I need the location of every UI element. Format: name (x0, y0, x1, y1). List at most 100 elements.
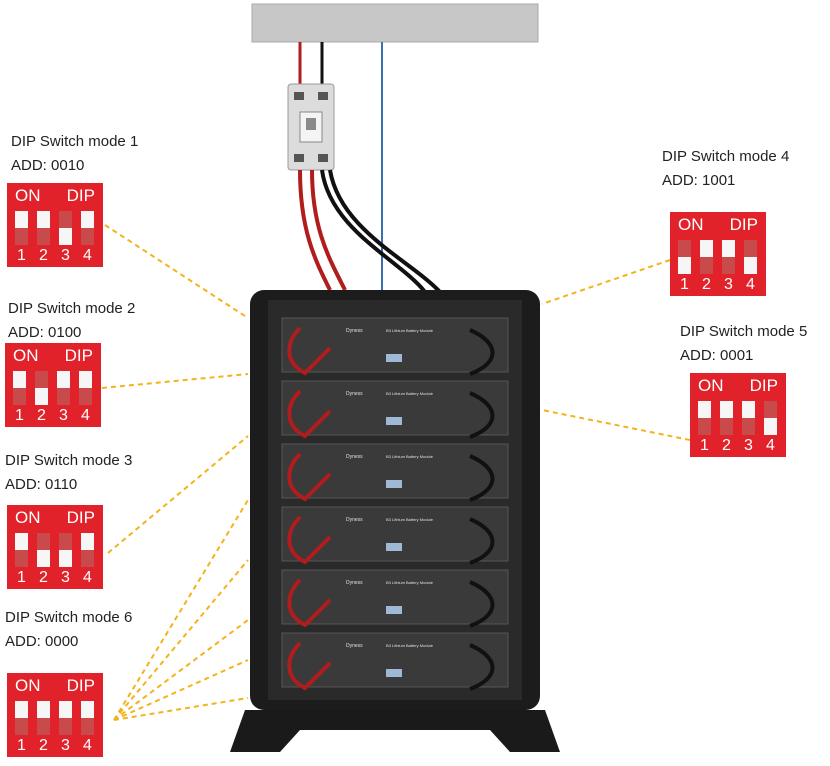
dip-switch-3 (742, 401, 755, 435)
dip-number: 3 (61, 737, 70, 754)
comm-port (386, 354, 402, 362)
dip-knob (742, 418, 755, 435)
dip-number: 1 (15, 407, 24, 424)
dip-knob (37, 533, 50, 550)
dip-knob (764, 401, 777, 418)
dip-switch-2 (37, 701, 50, 735)
dip-switch-3 (57, 371, 70, 405)
circuit-breaker (287, 83, 335, 171)
black-power-cable-2 (328, 169, 442, 294)
battery-module-1: Dyness B3 Lithium Battery Module (281, 317, 509, 376)
dip-number: 3 (61, 569, 70, 586)
dip-switch-4 (81, 701, 94, 735)
dip-on-label: ON (678, 215, 704, 234)
dip-knob (698, 418, 711, 435)
leader-line (113, 697, 249, 721)
module-model: B3 Lithium Battery Module (386, 643, 434, 648)
dip-switch-3 (59, 701, 72, 735)
dip-knob (13, 388, 26, 405)
comm-port (386, 669, 402, 677)
leader-lines (101, 224, 691, 721)
dip-number: 2 (722, 437, 731, 454)
mode-5-address: ADD: 0001 (680, 347, 754, 364)
dip-switch-2 (35, 371, 48, 405)
module-model: B3 Lithium Battery Module (386, 328, 434, 333)
black-link-cable (469, 328, 495, 376)
leader-line (104, 224, 249, 319)
dip-switch-4 (764, 401, 777, 435)
module-brand: Dyness (346, 391, 363, 397)
dip-label: DIP (66, 186, 95, 205)
module-brand: Dyness (346, 328, 363, 334)
dip-knob (678, 240, 691, 257)
dip-knob (15, 550, 28, 567)
dip-number: 4 (746, 276, 755, 293)
dip-knob (79, 388, 92, 405)
comm-port (386, 417, 402, 425)
black-link-cable (469, 517, 495, 565)
dip-number: 1 (680, 276, 689, 293)
dip-switch-2 (37, 533, 50, 567)
comm-port (386, 606, 402, 614)
black-link-cable (469, 454, 495, 502)
dip-label: DIP (749, 376, 778, 395)
dip-knob (15, 718, 28, 735)
dip-knob (35, 371, 48, 388)
mode-2-label: DIP Switch mode 2 ADD: 0100 (8, 297, 135, 345)
dip-number: 1 (17, 737, 26, 754)
dip-number: 2 (39, 247, 48, 264)
dip-switch-4 (81, 211, 94, 245)
dip-knob (59, 211, 72, 228)
leader-line (113, 619, 249, 721)
mode-6-title: DIP Switch mode 6 (5, 609, 133, 626)
dip-switch-4 (744, 240, 757, 274)
inverter-box (251, 3, 539, 43)
dip-switch-3 (722, 240, 735, 274)
dip-switch-4 (79, 371, 92, 405)
dip-switch-1 (678, 240, 691, 274)
dip-number: 2 (39, 737, 48, 754)
dip-label: DIP (729, 215, 758, 234)
dip-number: 4 (83, 247, 92, 264)
mode-4-title: DIP Switch mode 4 (662, 148, 790, 165)
dip-number: 4 (81, 407, 90, 424)
black-power-cable (320, 169, 427, 294)
black-link-cable (469, 643, 495, 691)
dip-on-label: ON (15, 186, 41, 205)
dip-switch-2 (720, 401, 733, 435)
dip-knob (37, 228, 50, 245)
dip-number: 2 (37, 407, 46, 424)
mode-5-label: DIP Switch mode 5 ADD: 0001 (680, 320, 807, 368)
dip-switch-3 (59, 211, 72, 245)
dip-number: 1 (17, 247, 26, 264)
leader-line (541, 259, 671, 305)
dip-label: DIP (64, 346, 93, 365)
dip-number: 1 (17, 569, 26, 586)
dip-knob (720, 418, 733, 435)
dip-number: 3 (744, 437, 753, 454)
mode-4-label: DIP Switch mode 4 ADD: 1001 (662, 145, 789, 193)
dip-knob (700, 257, 713, 274)
rack-stand (230, 710, 560, 752)
dip-label: DIP (66, 508, 95, 527)
module-brand: Dyness (346, 454, 363, 460)
dip-label: DIP (66, 676, 95, 695)
red-link-cable (287, 452, 332, 502)
dip-switch-1 (15, 533, 28, 567)
dip-knob (81, 718, 94, 735)
mode-1-title: DIP Switch mode 1 (11, 133, 139, 150)
dip-number: 4 (83, 737, 92, 754)
red-power-cable-2 (310, 169, 347, 291)
leader-line (541, 409, 691, 441)
leader-line (107, 435, 249, 554)
red-power-cable (298, 169, 332, 291)
mode-4-address: ADD: 1001 (662, 172, 736, 189)
